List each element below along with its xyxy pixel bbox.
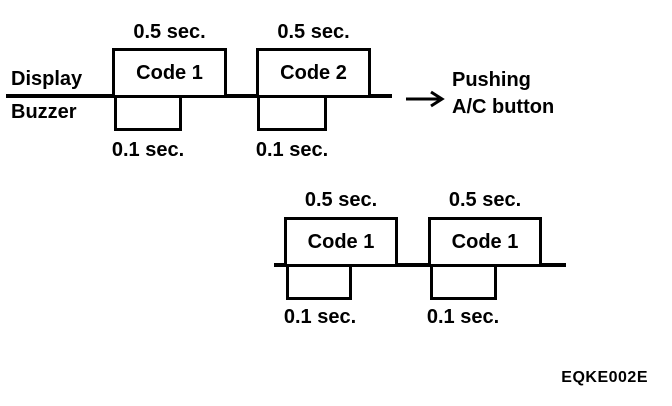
buzzer-duration-label: 0.1 sec.	[111, 139, 185, 161]
code-label: Code 1	[136, 61, 203, 84]
signal-baseline	[274, 263, 566, 267]
display-duration-label: 0.5 sec.	[133, 21, 206, 43]
display-duration-label: 0.5 sec.	[304, 189, 378, 211]
buzzer-duration-label: 0.1 sec.	[283, 306, 357, 328]
buzzer-signal-label: Buzzer	[11, 101, 77, 123]
display-duration-label: 0.5 sec.	[448, 189, 522, 211]
code-pulse-box: Code 1	[284, 217, 398, 267]
buzzer-pulse-box	[286, 267, 352, 300]
buzzer-pulse-box	[257, 98, 327, 131]
code-pulse-box: Code 1	[112, 48, 227, 98]
buzzer-pulse-box	[430, 267, 497, 300]
code-label: Code 1	[307, 230, 375, 253]
buzzer-pulse-box	[114, 98, 182, 131]
pushing-ac-button-note: Pushing A/C button	[452, 67, 554, 121]
display-signal-label: Display	[11, 68, 83, 90]
note-line-1: Pushing	[452, 69, 531, 91]
code-label: Code 2	[280, 61, 347, 84]
code-label: Code 1	[451, 230, 519, 253]
buzzer-duration-label: 0.1 sec.	[426, 306, 500, 328]
buzzer-duration-label: 0.1 sec.	[255, 139, 329, 161]
note-line-2: A/C button	[452, 96, 555, 118]
code-pulse-box: Code 2	[256, 48, 371, 98]
arrow-right-icon	[406, 90, 445, 108]
figure-code: EQKE002E	[561, 369, 648, 386]
display-duration-label: 0.5 sec.	[277, 21, 350, 43]
code-pulse-box: Code 1	[428, 217, 542, 267]
